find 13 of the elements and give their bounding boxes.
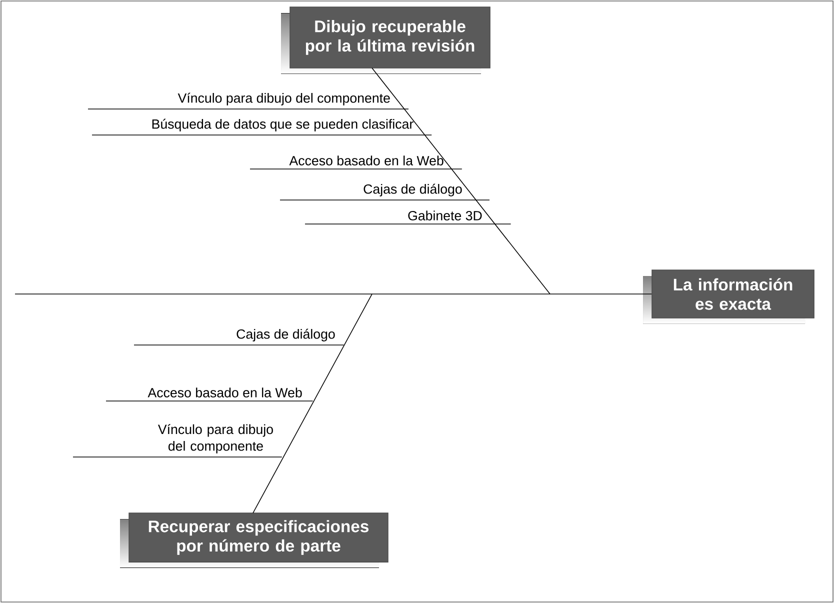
bone-line	[372, 68, 550, 294]
cause-label: Cajas de diálogo	[236, 328, 335, 342]
cause-label: Cajas de diálogo	[364, 184, 462, 196]
cause-label: Acceso basado en la Web	[289, 156, 444, 166]
cause-label: Vínculo para dibujo del componente	[158, 424, 273, 454]
cause-label: Gabinete 3D	[408, 210, 482, 220]
cause-label: Acceso basado en la Web	[148, 388, 302, 398]
cause-box: La información es exacta	[643, 270, 814, 324]
cause-box: Dibujo recuperable por la última revisión	[281, 6, 490, 74]
cause-label: Vínculo para dibujo del componente	[178, 92, 390, 106]
bone-line	[252, 294, 372, 514]
cause-box: Recuperar especificaciones por número de parte	[120, 512, 388, 568]
cause-label: Búsqueda de datos que se pueden clasificar	[152, 118, 414, 132]
